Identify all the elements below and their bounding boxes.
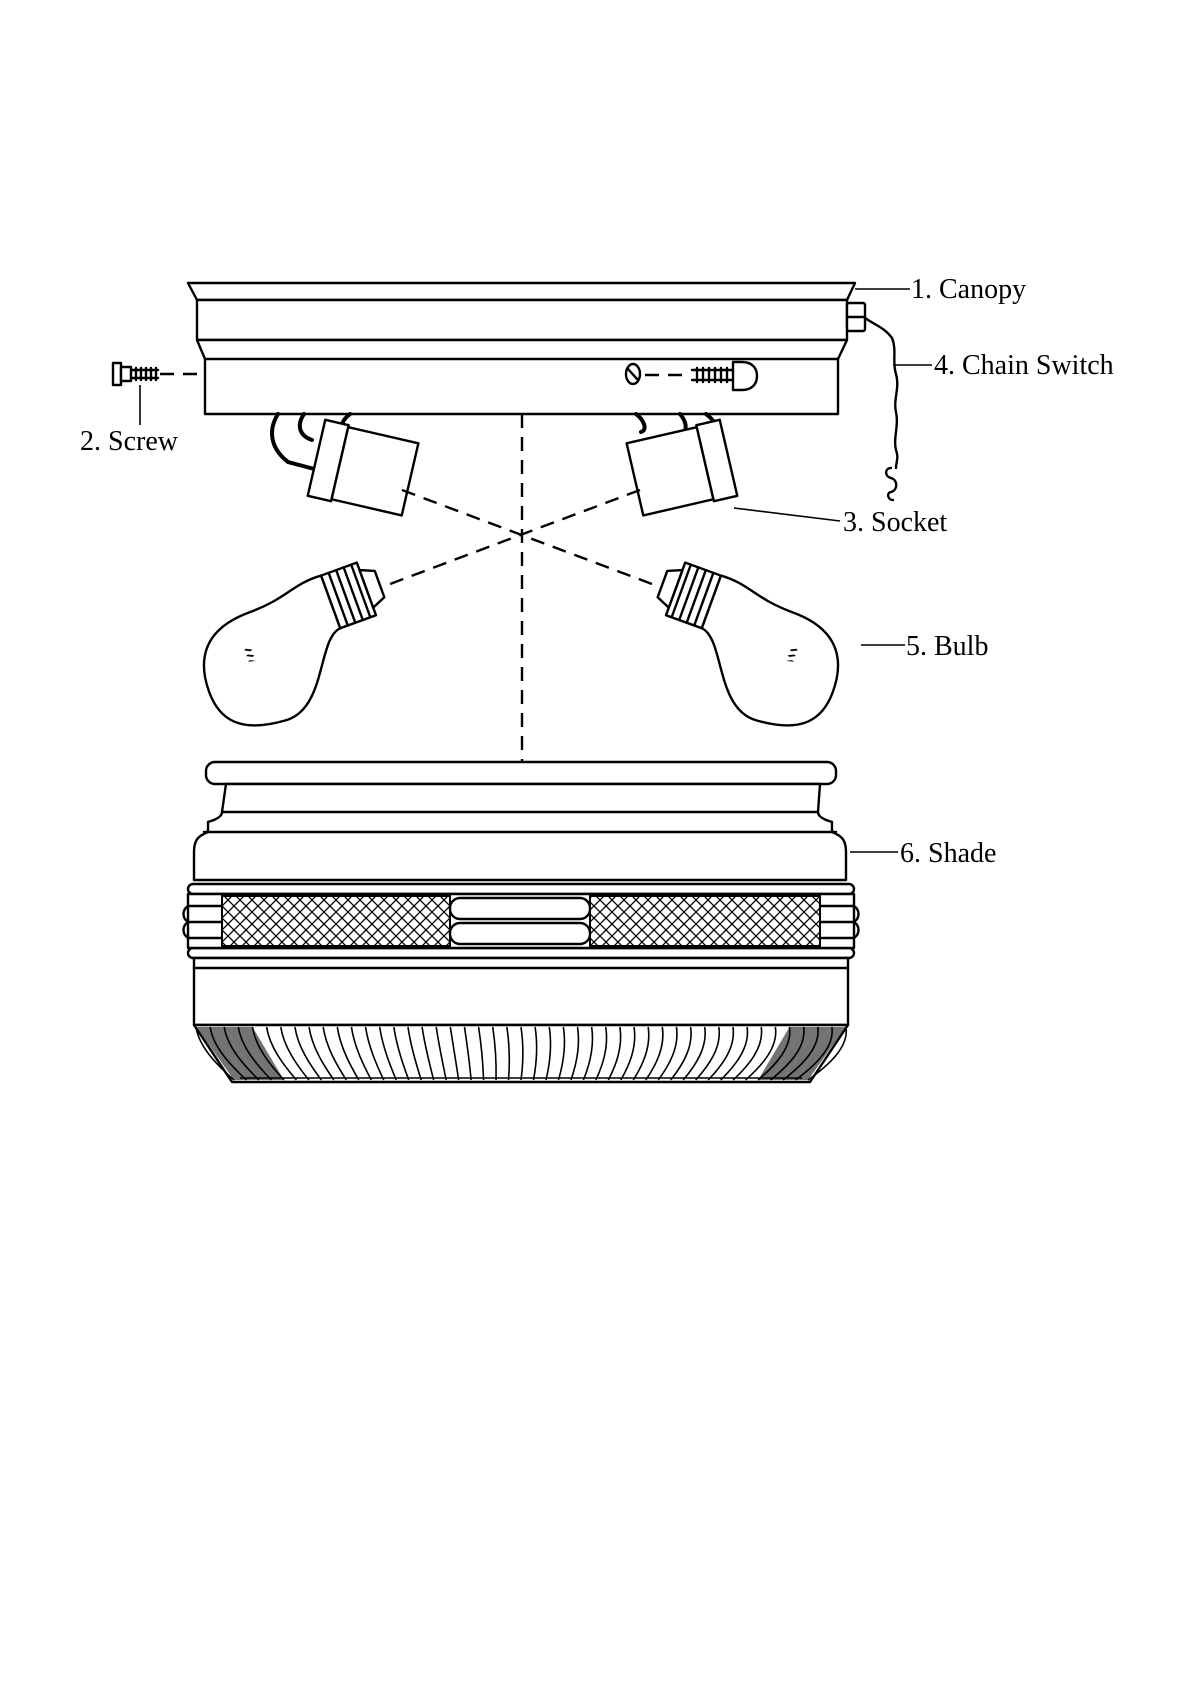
socket-left [272, 414, 419, 517]
label-bulb: 5. Bulb [906, 631, 988, 662]
chain-switch [847, 303, 897, 500]
label-shade: 6. Shade [900, 838, 996, 869]
socket-right [626, 414, 737, 517]
bulb-right [630, 558, 858, 742]
label-socket: 3. Socket [843, 507, 947, 538]
screw [113, 363, 205, 385]
assembly-guide-lines [382, 414, 660, 762]
label-chain-switch: 4. Chain Switch [934, 350, 1114, 381]
label-canopy: 1. Canopy [911, 274, 1026, 305]
label-screw: 2. Screw [80, 426, 179, 457]
bulb-left [185, 558, 413, 742]
shade [184, 762, 859, 1082]
canopy [188, 283, 855, 414]
